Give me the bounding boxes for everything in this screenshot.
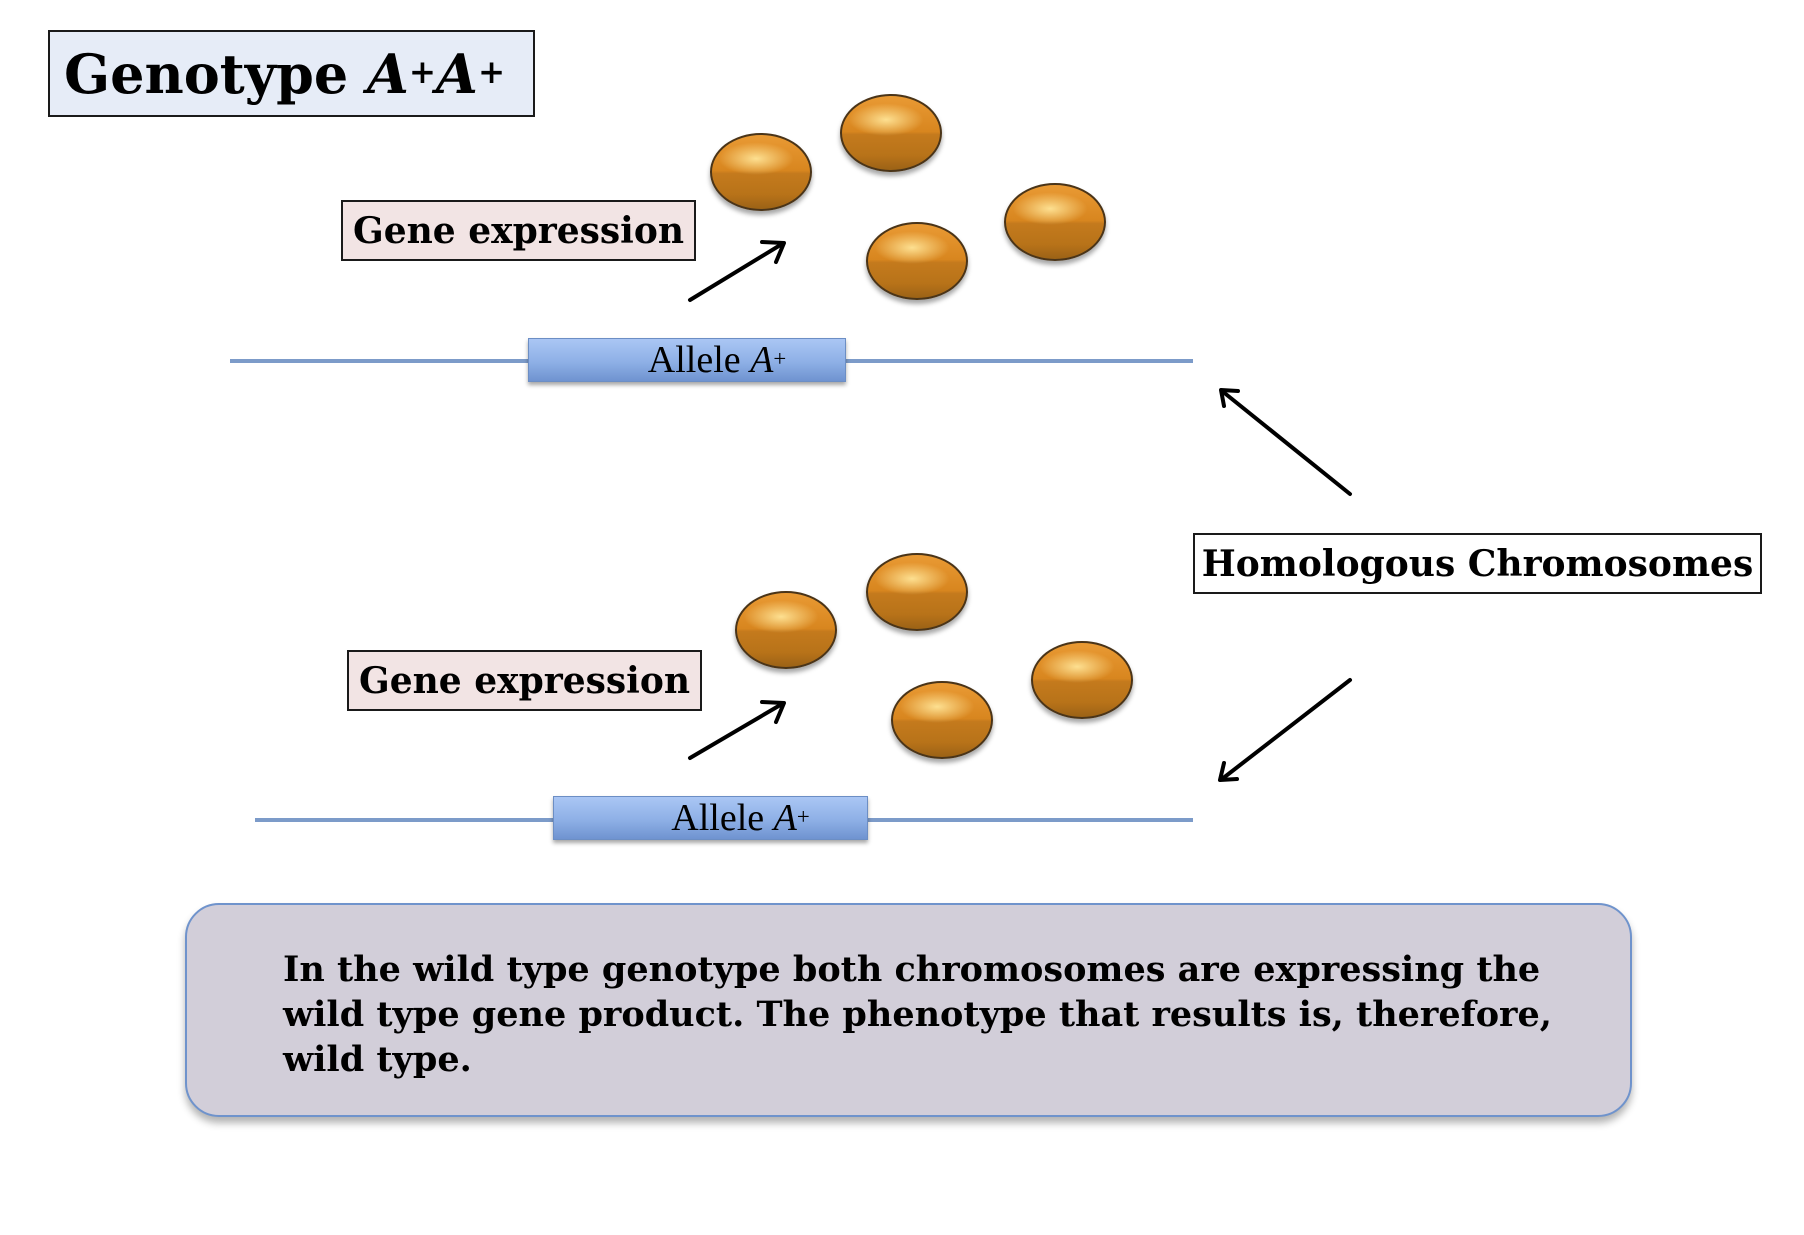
protein-product-icon — [891, 681, 993, 759]
genotype-allele-1: A — [367, 41, 409, 106]
arrow-icon — [1218, 678, 1352, 782]
summary-line: wild type gene product. The phenotype th… — [283, 994, 1552, 1035]
summary-line: In the wild type genotype both chromosom… — [283, 949, 1541, 990]
allele-symbol: A — [773, 797, 797, 839]
protein-product-icon — [735, 591, 837, 669]
homologous-chromosomes-text: Homologous Chromosomes — [1201, 542, 1754, 585]
gene-expression-label-upper: Gene expression — [341, 200, 696, 261]
gene-expression-text: Gene expression — [352, 209, 685, 252]
allele-box-lower: Allele A+ — [553, 796, 868, 840]
arrow-icon — [688, 240, 786, 302]
summary-box: In the wild type genotype both chromosom… — [185, 903, 1632, 1117]
allele-word: Allele — [647, 339, 741, 381]
allele-word: Allele — [671, 797, 765, 839]
allele-symbol: A — [750, 339, 774, 381]
protein-product-icon — [840, 94, 942, 172]
arrow-icon — [1219, 388, 1352, 496]
protein-product-icon — [866, 553, 968, 631]
gene-expression-label-lower: Gene expression — [347, 650, 702, 711]
gene-expression-text: Gene expression — [358, 659, 691, 702]
arrow-icon — [688, 700, 786, 760]
homologous-chromosomes-label: Homologous Chromosomes — [1193, 533, 1762, 594]
protein-product-icon — [710, 133, 812, 211]
protein-product-icon — [1004, 183, 1106, 261]
allele-box-upper: Allele A+ — [528, 338, 846, 382]
protein-product-icon — [1031, 641, 1133, 719]
genotype-title: Genotype A+A+ — [48, 30, 535, 117]
genotype-title-prefix: Genotype — [64, 41, 349, 106]
summary-line: wild type. — [283, 1039, 472, 1080]
protein-product-icon — [866, 222, 968, 300]
genotype-allele-2: A — [436, 41, 478, 106]
